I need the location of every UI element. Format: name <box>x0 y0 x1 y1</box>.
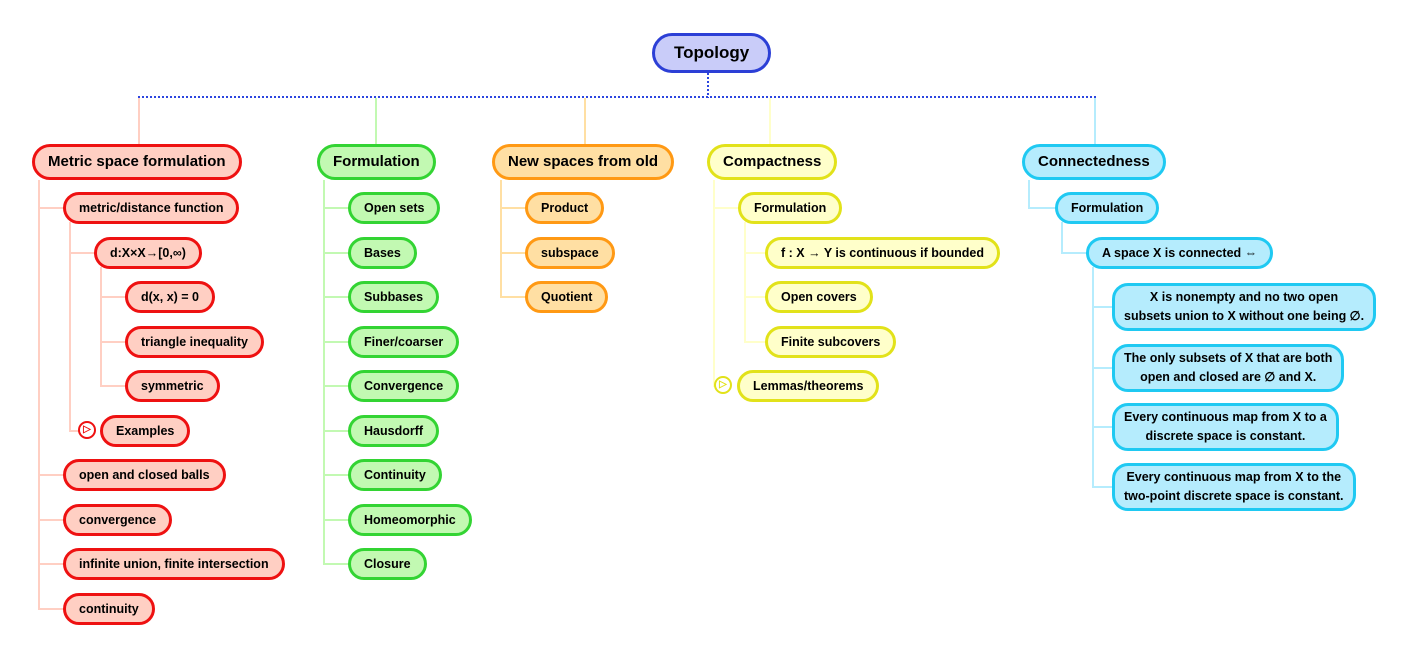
node-quotient[interactable]: Quotient <box>525 281 609 313</box>
connector-line <box>744 296 766 298</box>
connector-line <box>100 267 102 387</box>
connector-line <box>1092 426 1113 428</box>
connector-trunk <box>138 96 1096 98</box>
branch-new-spaces-from-old[interactable]: New spaces from old <box>492 144 675 180</box>
node-finer-coarser[interactable]: Finer/coarser <box>348 326 460 358</box>
node-open-covers[interactable]: Open covers <box>765 281 873 313</box>
connector-line <box>1061 222 1063 254</box>
connector-line <box>323 474 349 476</box>
connector-line <box>744 252 766 254</box>
connector-line <box>100 341 126 343</box>
connector-line <box>38 180 40 610</box>
branch-compactness[interactable]: Compactness <box>707 144 838 180</box>
node-closure[interactable]: Closure <box>348 548 427 580</box>
node-subbases[interactable]: Subbases <box>348 281 440 313</box>
node-metric-distance-function[interactable]: metric/distance function <box>63 192 240 224</box>
node-lemmas-theorems[interactable]: Lemmas/theorems <box>737 370 880 402</box>
connector-root-drop <box>707 73 709 98</box>
connector-line <box>100 385 126 387</box>
connector-drop-connectedness <box>1094 98 1096 144</box>
node-continuity-metric[interactable]: continuity <box>63 593 155 625</box>
node-d-xxx-0-inf[interactable]: d:X×X→[0,∞) <box>94 237 202 269</box>
node-convergence-metric[interactable]: convergence <box>63 504 173 536</box>
connector-line <box>1092 267 1094 488</box>
node-d-x-x-equals-0[interactable]: d(x, x) = 0 <box>125 281 216 313</box>
connector-line <box>1092 367 1113 369</box>
node-continuity[interactable]: Continuity <box>348 459 442 491</box>
connector-line <box>323 563 349 565</box>
connector-line <box>38 563 64 565</box>
node-f-x-y-continuous-if-bounded[interactable]: f : X → Y is continuous if bounded <box>765 237 1001 269</box>
connector-line <box>69 252 95 254</box>
connector-line <box>744 341 766 343</box>
connector-line <box>323 207 349 209</box>
node-finite-subcovers[interactable]: Finite subcovers <box>765 326 897 358</box>
connector-line <box>713 180 715 387</box>
connector-line <box>323 180 325 565</box>
node-connectedness-formulation[interactable]: Formulation <box>1055 192 1160 224</box>
node-space-x-is-connected[interactable]: A space X is connected ⇔ <box>1086 237 1274 269</box>
node-open-sets[interactable]: Open sets <box>348 192 441 224</box>
connector-drop-metric <box>138 98 140 144</box>
connector-line <box>38 207 64 209</box>
expand-icon[interactable]: ▷ <box>78 421 96 439</box>
branch-formulation[interactable]: Formulation <box>317 144 436 180</box>
connector-line <box>69 430 79 432</box>
connector-line <box>500 296 526 298</box>
connector-line <box>500 252 526 254</box>
connector-drop-new-spaces <box>584 98 586 144</box>
connector-line <box>38 519 64 521</box>
node-convergence[interactable]: Convergence <box>348 370 460 402</box>
connector-line <box>1028 180 1030 209</box>
connector-line <box>713 207 739 209</box>
connector-line <box>323 385 349 387</box>
connector-line <box>69 222 71 432</box>
connector-line <box>1028 207 1056 209</box>
connector-line <box>323 341 349 343</box>
connector-line <box>500 207 526 209</box>
connector-line <box>323 252 349 254</box>
node-subspace[interactable]: subspace <box>525 237 615 269</box>
connector-line <box>1092 486 1113 488</box>
connector-line <box>38 608 64 610</box>
connector-line <box>744 222 746 343</box>
connector-line <box>100 296 126 298</box>
node-x-nonempty-no-two-open-subsets[interactable]: X is nonempty and no two open subsets un… <box>1112 283 1377 331</box>
node-bases[interactable]: Bases <box>348 237 417 269</box>
node-infinite-union-finite-intersection[interactable]: infinite union, finite intersection <box>63 548 285 580</box>
connector-line <box>323 296 349 298</box>
node-product[interactable]: Product <box>525 192 605 224</box>
connector-line <box>1061 252 1087 254</box>
connector-line <box>38 474 64 476</box>
connector-line <box>323 519 349 521</box>
node-continuous-map-discrete-constant[interactable]: Every continuous map from X to a discret… <box>1112 403 1339 451</box>
node-open-and-closed-balls[interactable]: open and closed balls <box>63 459 226 491</box>
node-continuous-map-two-point-constant[interactable]: Every continuous map from X to the two-p… <box>1112 463 1356 511</box>
node-compactness-formulation[interactable]: Formulation <box>738 192 843 224</box>
node-hausdorff[interactable]: Hausdorff <box>348 415 440 447</box>
connector-drop-formulation <box>375 98 377 144</box>
connector-line <box>500 180 502 298</box>
branch-metric-space-formulation[interactable]: Metric space formulation <box>32 144 242 180</box>
node-homeomorphic[interactable]: Homeomorphic <box>348 504 472 536</box>
node-topology[interactable]: Topology <box>652 33 772 73</box>
node-triangle-inequality[interactable]: triangle inequality <box>125 326 264 358</box>
branch-connectedness[interactable]: Connectedness <box>1022 144 1166 180</box>
node-only-subsets-open-and-closed[interactable]: The only subsets of X that are both open… <box>1112 344 1345 392</box>
node-examples[interactable]: Examples <box>100 415 191 447</box>
connector-line <box>323 430 349 432</box>
connector-drop-compactness <box>769 98 771 144</box>
connector-line <box>1092 306 1113 308</box>
expand-icon[interactable]: ▷ <box>714 376 732 394</box>
node-symmetric[interactable]: symmetric <box>125 370 220 402</box>
